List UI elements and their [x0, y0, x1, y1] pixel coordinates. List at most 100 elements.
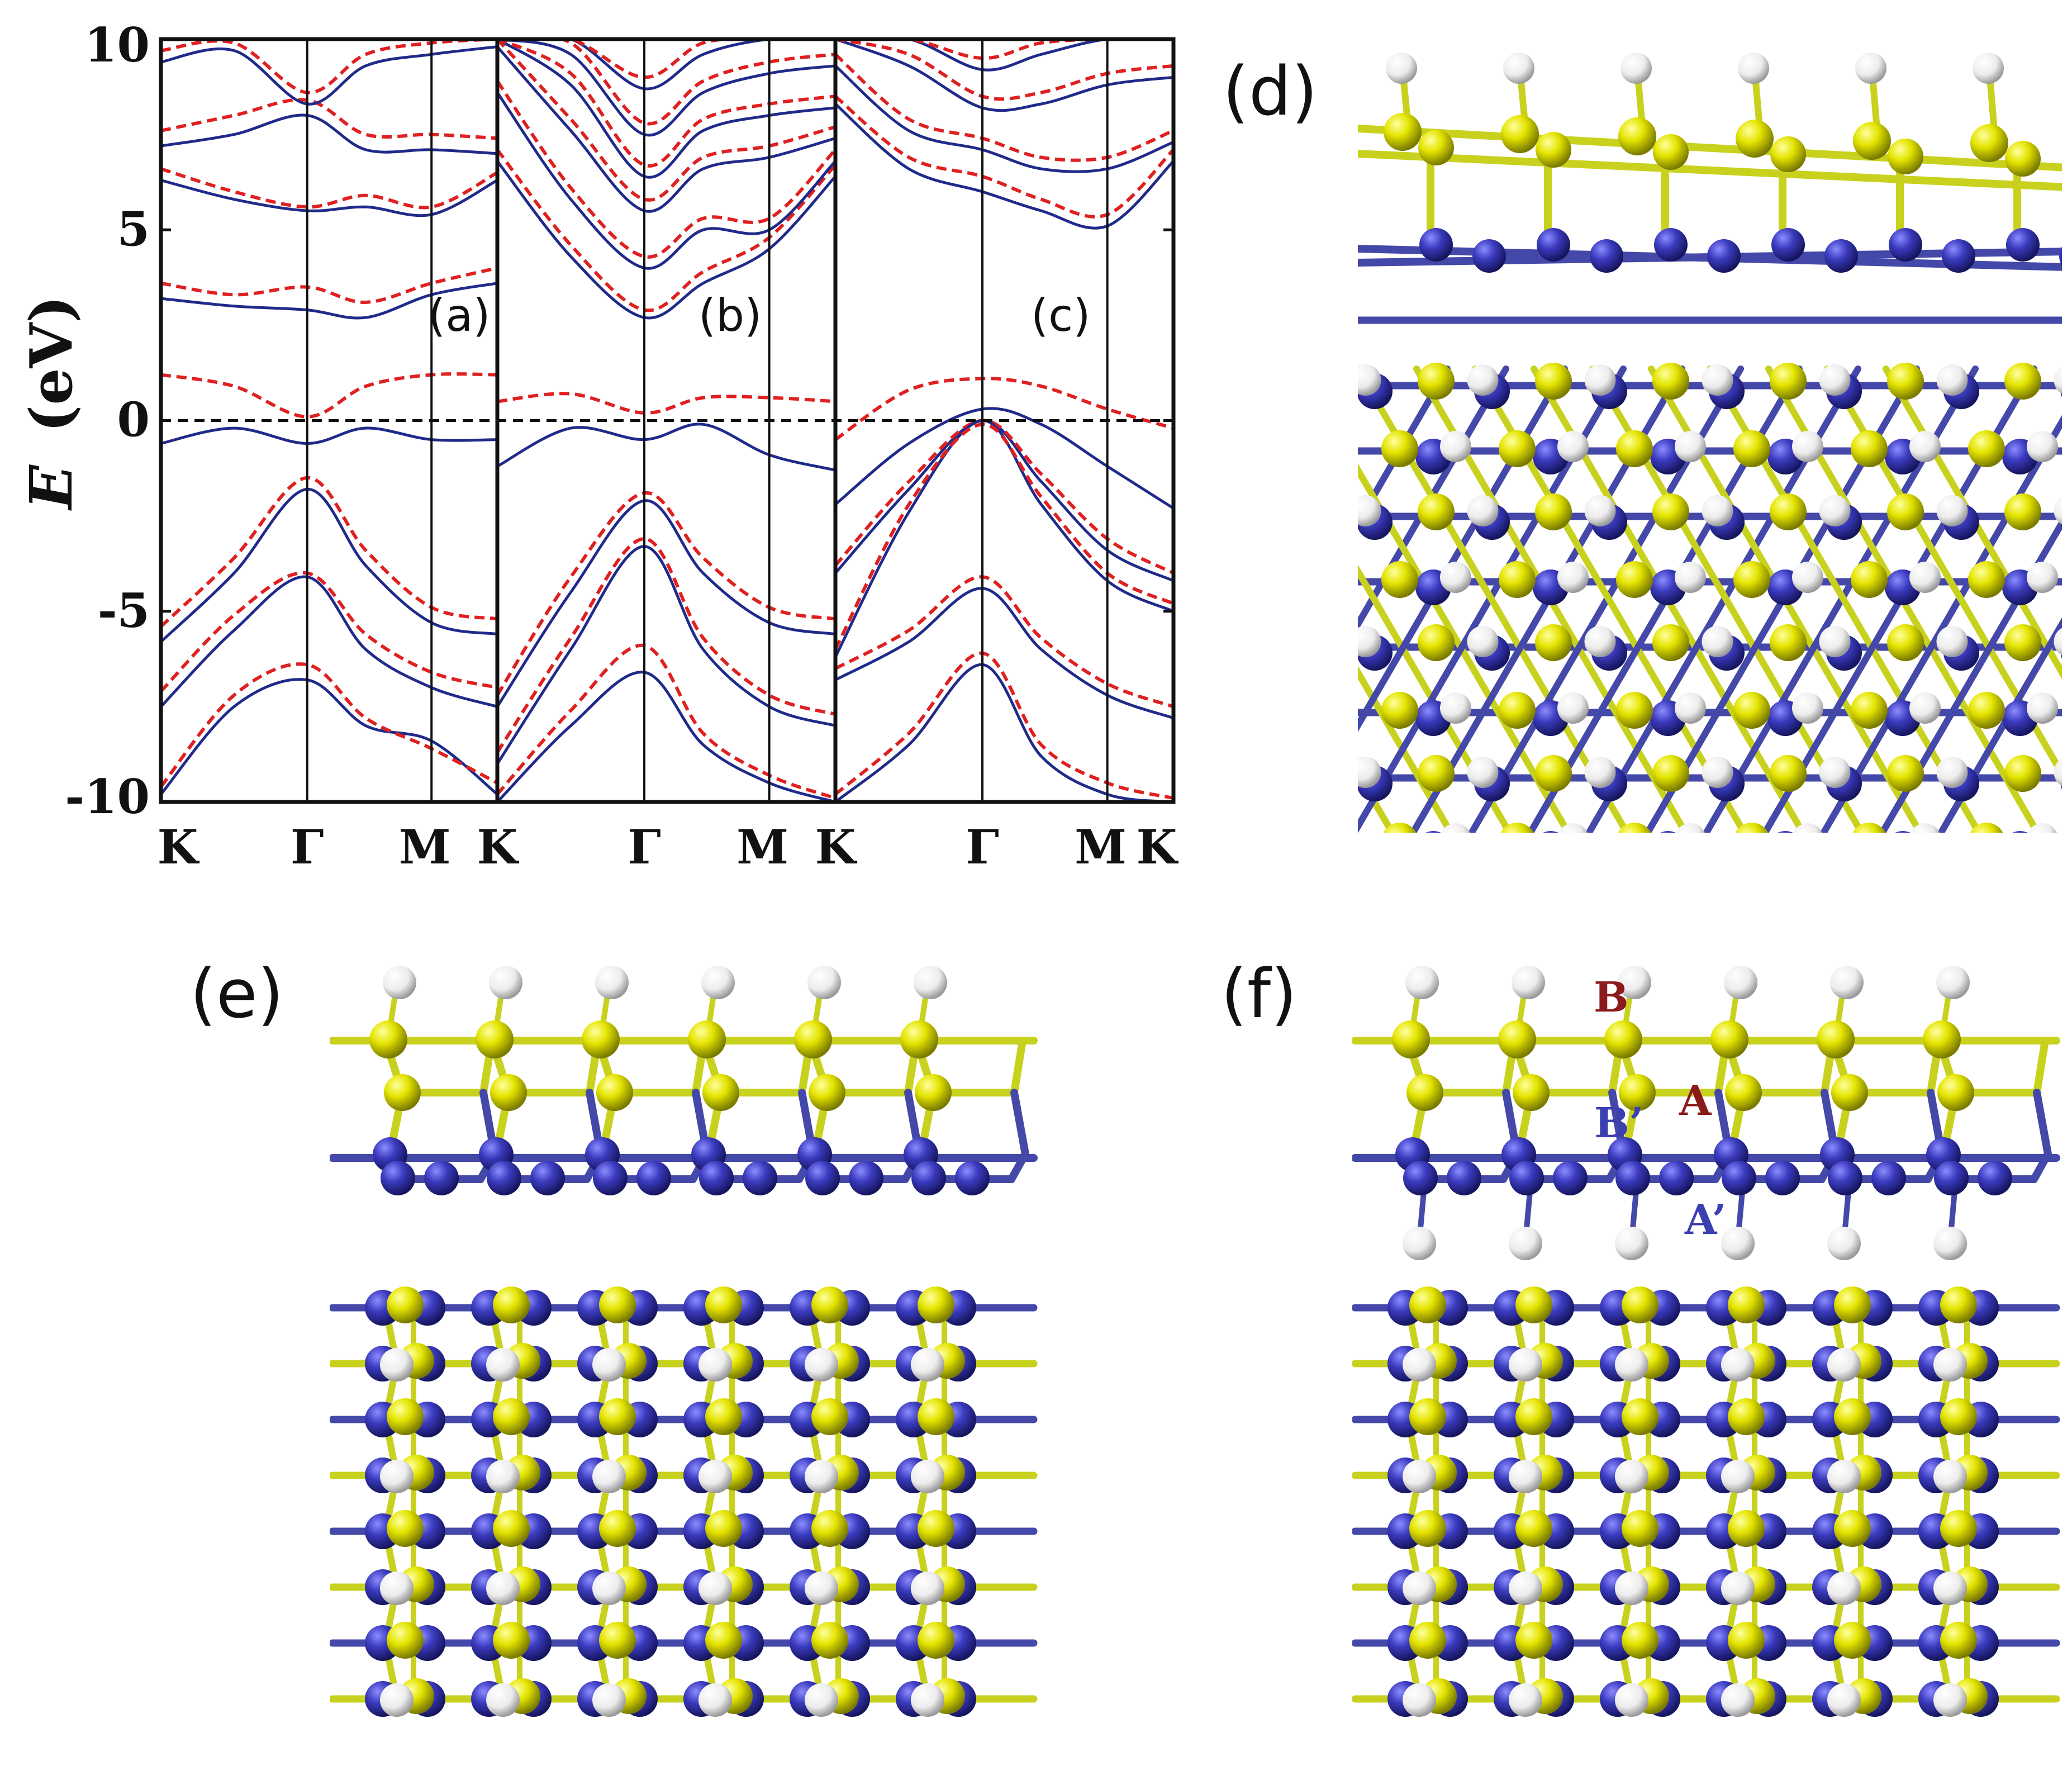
band-b-18	[496, 671, 836, 802]
yellow-atom	[599, 1510, 636, 1547]
yellow-atom	[1409, 1510, 1446, 1547]
blue-atom	[911, 1161, 946, 1195]
white-atom	[1936, 966, 1970, 999]
yellow-atom	[1500, 823, 1534, 833]
band-b-12	[497, 392, 836, 415]
bond	[1878, 516, 2062, 833]
yellow-atom	[599, 1286, 636, 1323]
yellow-atom	[1770, 136, 1806, 172]
white-atom	[911, 1460, 944, 1493]
blue-atom	[2006, 228, 2040, 262]
bond	[2033, 1037, 2049, 1096]
white-atom	[380, 1348, 414, 1382]
white-atom	[1618, 966, 1651, 999]
panel-label-a: (a)	[428, 289, 490, 341]
blue-atom	[530, 1161, 565, 1195]
bond	[1819, 415, 2062, 833]
yellow-atom	[1515, 1510, 1552, 1547]
yellow-atom	[493, 1622, 530, 1659]
white-atom	[1512, 966, 1545, 999]
band-b-13	[496, 422, 836, 472]
white-atom	[911, 1683, 944, 1717]
yellow-atom	[1851, 430, 1888, 467]
yellow-atom	[1392, 1020, 1430, 1058]
blue-atom	[1239, 373, 1275, 409]
band-b-9	[497, 39, 836, 126]
yellow-atom	[1499, 430, 1536, 467]
panel-label-b: (b)	[698, 289, 762, 341]
band-a-8	[161, 372, 498, 419]
plot-frames	[159, 37, 1176, 804]
yellow-atom	[599, 1398, 636, 1435]
yellow-atom	[2004, 755, 2041, 792]
yellow-atom	[705, 1286, 742, 1323]
white-atom	[1509, 1227, 1542, 1260]
white-atom	[1855, 53, 1886, 84]
white-atom	[1721, 1348, 1755, 1382]
k-label-M: M	[399, 819, 451, 875]
yellow-atom	[493, 1398, 530, 1435]
white-atom	[1819, 495, 1851, 526]
white-atom	[1936, 626, 1968, 657]
yellow-atom	[1733, 430, 1770, 467]
white-atom	[1440, 692, 1471, 724]
blue-atom	[1239, 635, 1275, 671]
white-atom	[1386, 53, 1417, 84]
white-atom	[1323, 431, 1354, 462]
yellow-atom	[1733, 692, 1770, 729]
white-atom	[1405, 966, 1439, 999]
white-atom	[1830, 966, 1864, 999]
blue-atom	[1553, 1161, 1588, 1195]
yellow-atom	[1381, 561, 1418, 598]
white-atom	[1509, 1683, 1542, 1717]
white-atom	[1441, 823, 1470, 833]
yellow-atom	[915, 1074, 952, 1111]
yellow-atom	[1940, 1398, 1977, 1435]
white-atom	[380, 1572, 414, 1605]
yellow-atom	[1735, 823, 1769, 833]
yellow-atom	[1653, 134, 1689, 170]
yellow-atom	[1652, 363, 1689, 400]
band-c-8	[834, 377, 1173, 442]
k-label-M: M	[1075, 819, 1127, 875]
band-a-4	[161, 113, 498, 155]
yellow-atom	[1770, 363, 1807, 400]
white-atom	[2054, 366, 2062, 394]
yellow-atom	[596, 1074, 633, 1111]
white-atom	[1440, 431, 1471, 462]
yellow-atom	[1652, 493, 1689, 530]
yellow-atom	[1834, 1510, 1871, 1547]
k-label-Γ: Γ	[628, 819, 661, 875]
band-a-10	[161, 487, 498, 643]
white-atom	[1936, 757, 1968, 788]
bond	[2030, 1150, 2052, 1183]
yellow-atom	[1418, 130, 1454, 165]
yellow-atom	[387, 1286, 424, 1323]
yellow-atom	[493, 1510, 530, 1547]
k-label-Γ: Γ	[291, 819, 324, 875]
bond	[2033, 1089, 2052, 1158]
blue-atom	[487, 1161, 521, 1195]
band-c-4	[835, 39, 1173, 112]
yellow-atom	[918, 1622, 954, 1659]
white-atom	[486, 1683, 520, 1717]
white-atom	[1403, 1572, 1436, 1605]
white-atom	[698, 1572, 732, 1605]
white-atom	[1615, 1572, 1648, 1605]
yellow-atom	[599, 1622, 636, 1659]
yellow-atom	[387, 1622, 424, 1659]
blue-atom	[743, 1161, 777, 1195]
white-atom	[1936, 495, 1968, 526]
yellow-atom	[1937, 1074, 1974, 1111]
yellow-atom	[1728, 1622, 1765, 1659]
white-atom	[1675, 692, 1706, 724]
white-atom	[1403, 1460, 1436, 1493]
yellow-atom	[1406, 1074, 1443, 1111]
white-atom	[698, 1683, 732, 1717]
bond	[1358, 365, 1509, 631]
white-atom	[1615, 1683, 1648, 1717]
y-tick-label: 0	[117, 392, 150, 448]
blue-atom	[1765, 1161, 1800, 1195]
panel-label-c: (c)	[1031, 289, 1090, 341]
